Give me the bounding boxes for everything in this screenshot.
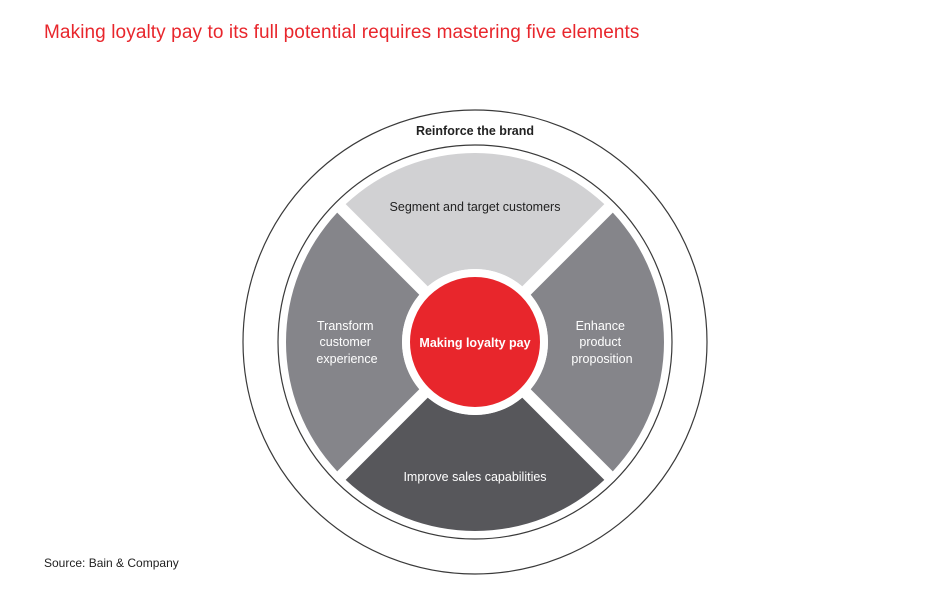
outer-ring-label: Reinforce the brand [416, 124, 534, 138]
source-note: Source: Bain & Company [44, 556, 179, 570]
segment-bottom [345, 397, 605, 531]
segment-bottom-label: Improve sales capabilities [403, 470, 546, 484]
segment-top-label: Segment and target customers [390, 200, 561, 214]
segment-right-label: Enhance product proposition [571, 319, 632, 366]
segment-left-line-1: Transform [317, 319, 374, 333]
page-title: Making loyalty pay to its full potential… [44, 22, 640, 43]
segment-left-line-2: customer [320, 335, 371, 349]
segment-left-label: Transform customer experience [316, 319, 377, 366]
segment-left-line-3: experience [316, 352, 377, 366]
segment-right-line-3: proposition [571, 352, 632, 366]
segment-top [345, 153, 605, 287]
segment-right-line-1: Enhance [576, 319, 625, 333]
segment-right [530, 212, 664, 472]
center-label: Making loyalty pay [419, 336, 530, 350]
segment-left [286, 212, 420, 472]
segment-group [286, 153, 664, 531]
center-circle [402, 269, 548, 415]
segment-right-line-2: product [579, 335, 621, 349]
